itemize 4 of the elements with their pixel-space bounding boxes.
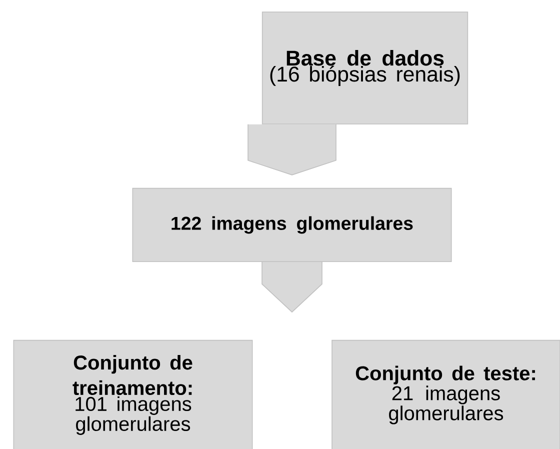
chevron-arrow	[248, 124, 336, 176]
chevron-arrow	[262, 262, 322, 313]
process-box: Conjunto de teste: 21 imagens glomerulares	[332, 340, 560, 449]
process-box: Conjunto de treinamento: 101 imagens glomerulares	[13, 340, 253, 449]
